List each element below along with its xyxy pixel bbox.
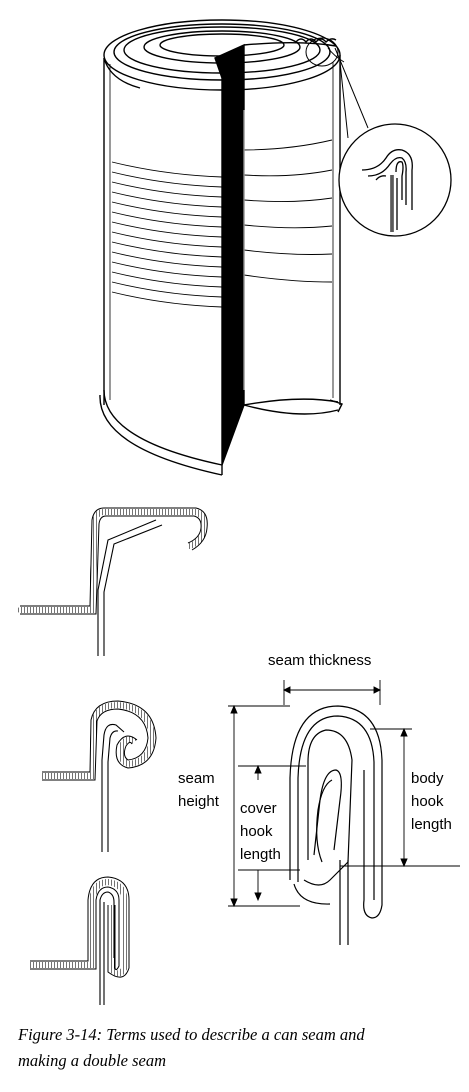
seam-stage-3: [30, 876, 130, 1005]
dimension-lines: [228, 680, 460, 908]
can-illustration: [99, 19, 452, 476]
caption-line-2: making a double seam: [18, 1051, 167, 1070]
label-seam-height-1: seam: [178, 770, 215, 787]
label-seam-thickness: seam thickness: [268, 652, 371, 669]
caption-line-1: Figure 3-14: Terms used to describe a ca…: [18, 1025, 365, 1044]
label-cover-hook-2: hook: [240, 823, 273, 840]
figure-caption: Figure 3-14: Terms used to describe a ca…: [18, 1022, 458, 1074]
label-seam-height-2: height: [178, 793, 220, 810]
label-body-hook-1: body: [411, 770, 444, 787]
label-cover-hook-3: length: [240, 846, 281, 863]
labelled-seam-section: [289, 705, 383, 945]
seam-stage-1: [17, 507, 208, 656]
seam-stage-2: [42, 700, 157, 852]
label-body-hook-3: length: [411, 816, 452, 833]
label-body-hook-2: hook: [411, 793, 444, 810]
label-cover-hook-1: cover: [240, 800, 277, 817]
